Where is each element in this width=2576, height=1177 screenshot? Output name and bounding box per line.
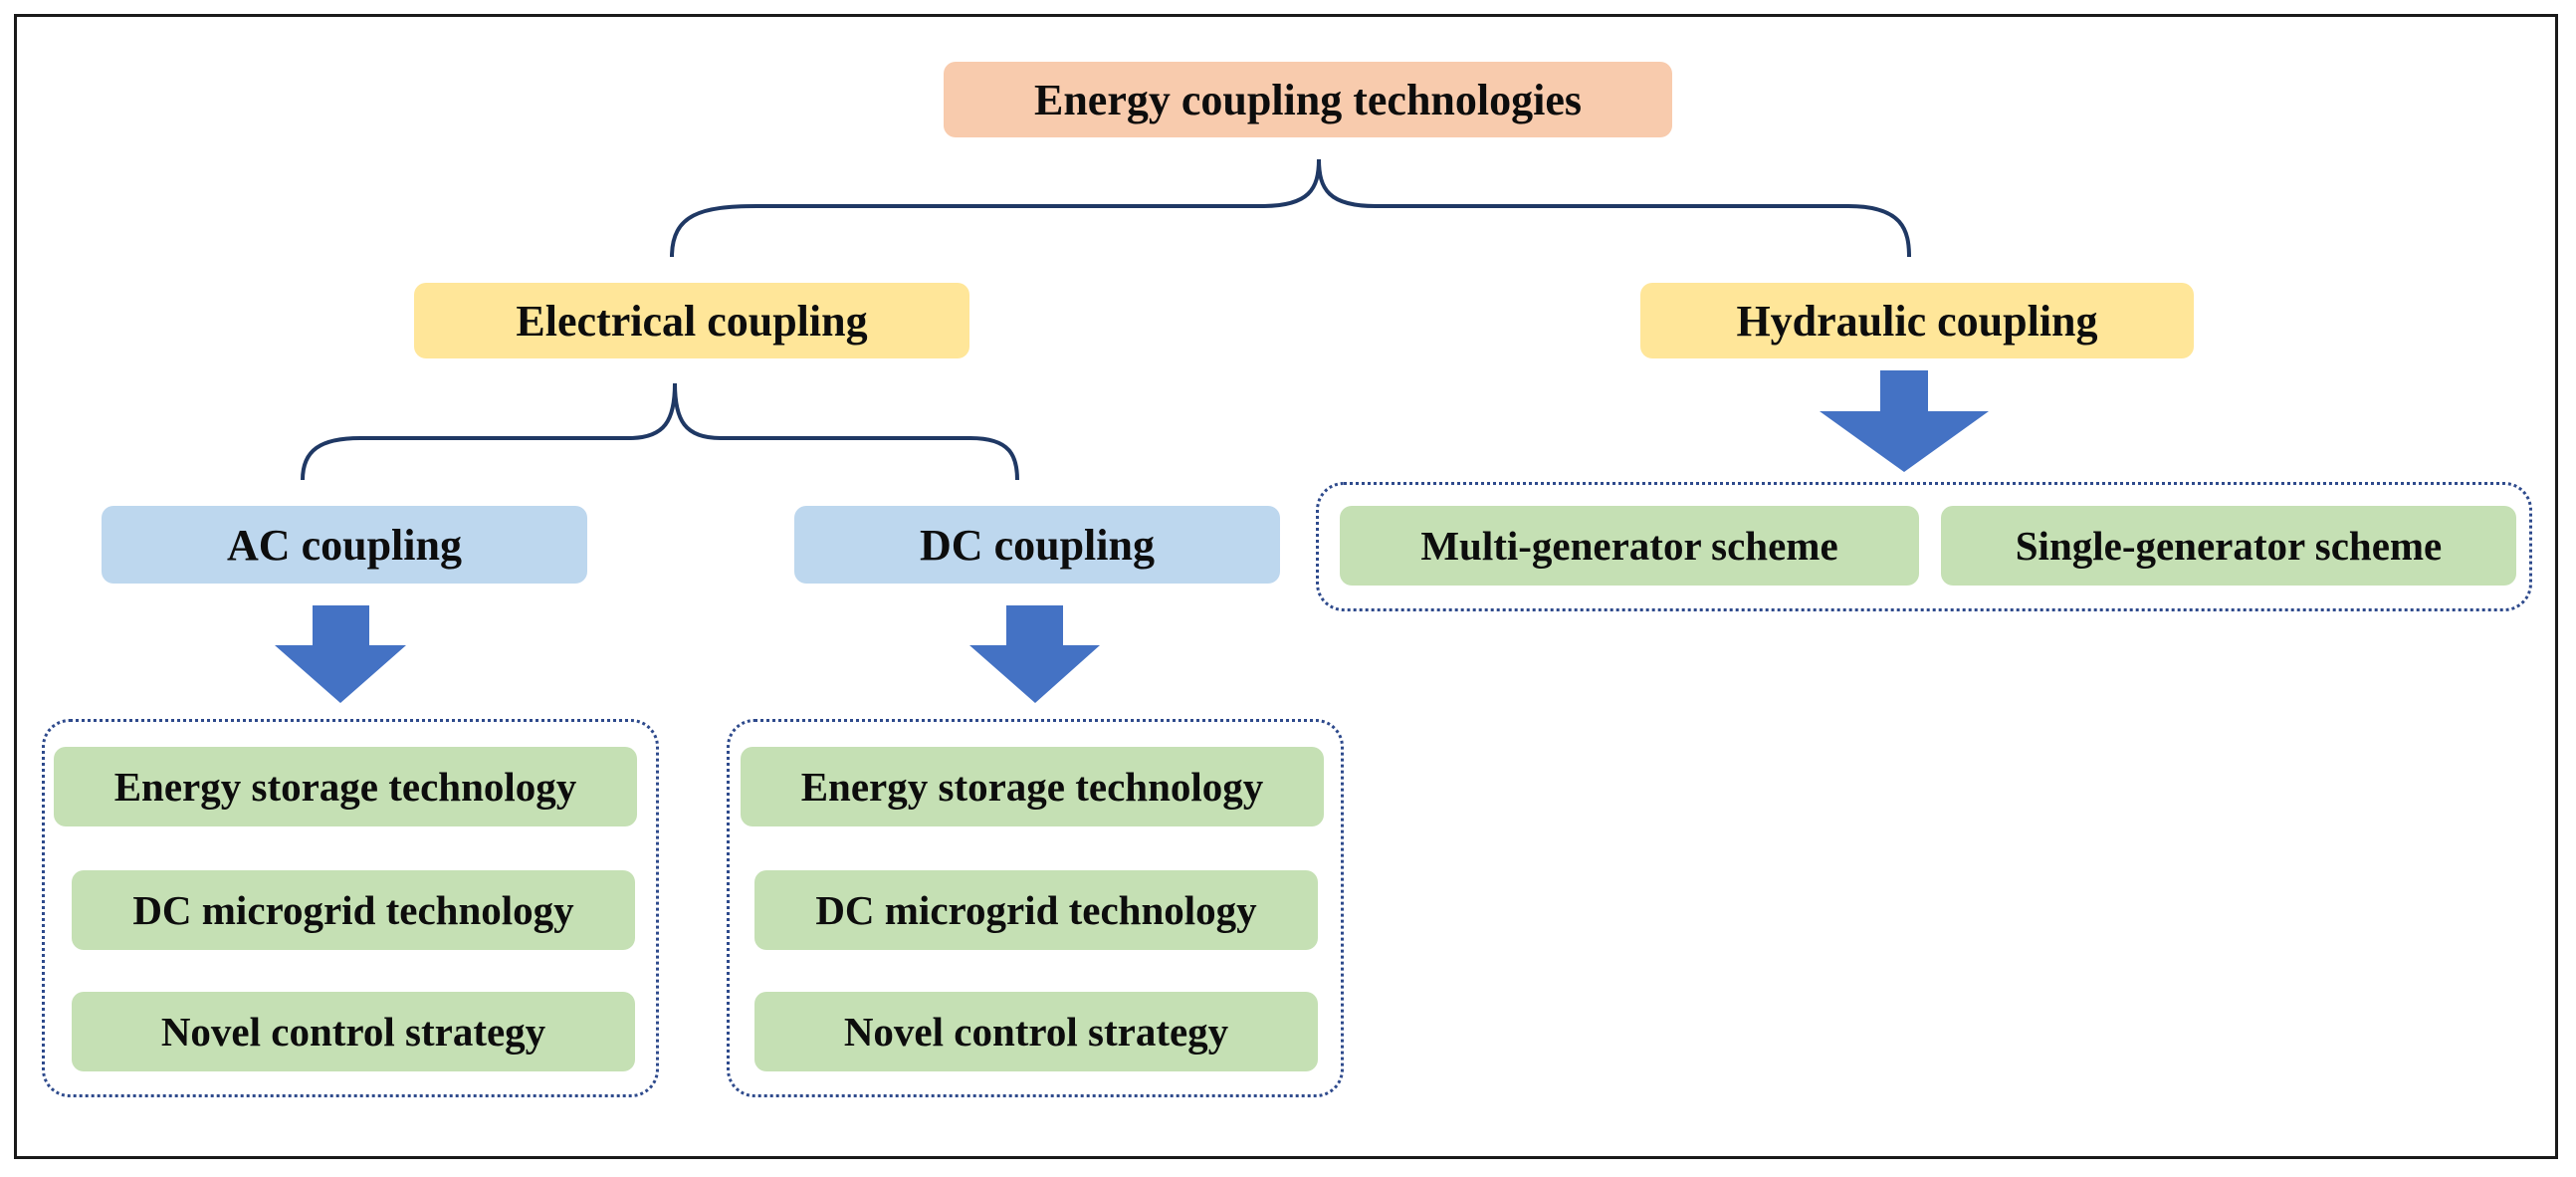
dc-items-group — [727, 719, 1344, 1097]
root-node: Energy coupling technologies — [944, 62, 1672, 137]
leaf-label: Energy storage technology — [800, 764, 1264, 810]
hydraulic-items-group — [1316, 482, 2532, 611]
ac-down-arrow-icon — [275, 605, 406, 703]
ac-items-group — [42, 719, 659, 1097]
dc-coupling-node: DC coupling — [794, 506, 1280, 584]
dc-item-novel-control: Novel control strategy — [754, 992, 1318, 1071]
leaf-label: DC microgrid technology — [132, 887, 574, 933]
ac-coupling-label: AC coupling — [227, 520, 462, 570]
dc-down-arrow-icon — [969, 605, 1100, 703]
dc-item-energy-storage: Energy storage technology — [741, 747, 1324, 826]
leaf-label: Single-generator scheme — [2015, 523, 2443, 569]
root-label: Energy coupling technologies — [1033, 75, 1583, 124]
ac-coupling-node: AC coupling — [102, 506, 587, 584]
electrical-coupling-label: Electrical coupling — [516, 296, 868, 346]
leaf-label: DC microgrid technology — [815, 887, 1257, 933]
hydraulic-item-single-generator: Single-generator scheme — [1941, 506, 2516, 586]
ac-item-dc-microgrid: DC microgrid technology — [72, 870, 635, 950]
ac-item-novel-control: Novel control strategy — [72, 992, 635, 1071]
electrical-brace-connector — [301, 382, 1019, 481]
hydraulic-coupling-label: Hydraulic coupling — [1736, 296, 2098, 346]
hydraulic-item-multi-generator: Multi-generator scheme — [1340, 506, 1919, 586]
diagram-frame — [14, 14, 2558, 1159]
leaf-label: Novel control strategy — [160, 1009, 546, 1055]
electrical-coupling-node: Electrical coupling — [414, 283, 969, 358]
dc-coupling-label: DC coupling — [920, 520, 1155, 570]
leaf-label: Novel control strategy — [843, 1009, 1229, 1055]
ac-item-energy-storage: Energy storage technology — [54, 747, 637, 826]
hydraulic-down-arrow-icon — [1820, 370, 1989, 472]
hydraulic-coupling-node: Hydraulic coupling — [1640, 283, 2194, 358]
root-brace-connector — [670, 158, 1911, 258]
dc-item-dc-microgrid: DC microgrid technology — [754, 870, 1318, 950]
leaf-label: Multi-generator scheme — [1420, 523, 1838, 569]
leaf-label: Energy storage technology — [113, 764, 577, 810]
